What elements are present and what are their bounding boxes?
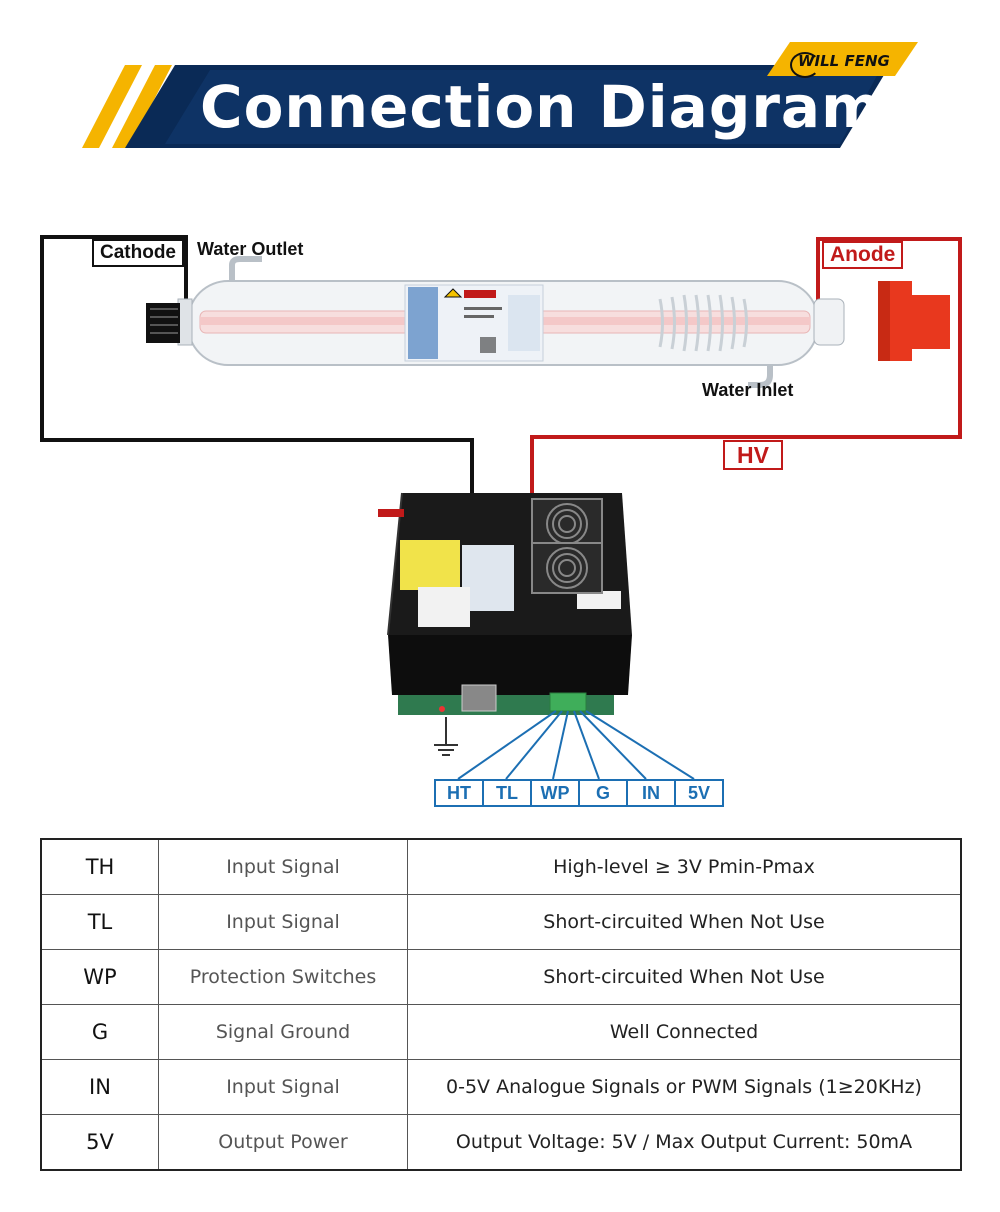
signal-type: Input Signal [158,1059,408,1115]
table-row: TL Input Signal Short-circuited When Not… [40,894,962,950]
cooling-fan [531,542,603,594]
terminal-in: IN [626,779,676,807]
brand-name: WILL FENG [798,52,890,70]
terminal-ht: HT [434,779,484,807]
power-supply [378,492,632,715]
banner-shapes [82,42,918,148]
signal-description: Short-circuited When Not Use [407,949,962,1005]
banner-stripe [82,65,142,148]
water-inlet-nozzle [748,365,773,388]
table-row: G Signal Ground Well Connected [40,1004,962,1060]
cathode-label: Cathode [92,239,184,267]
table-row: IN Input Signal 0-5V Analogue Signals or… [40,1059,962,1115]
cathode-heatsink [146,303,180,343]
tube-coil [658,294,748,352]
signal-description: 0-5V Analogue Signals or PWM Signals (1≥… [407,1059,962,1115]
terminal-code: IN [40,1059,159,1115]
signal-type: Input Signal [158,894,408,950]
terminal-block [549,692,587,712]
diagram-drawing [40,235,962,780]
cooling-fan [531,498,603,550]
brand-logo-icon [790,52,820,78]
banner-stripe [112,65,172,148]
terminal-labels: HT TL WP G IN 5V [434,779,724,807]
terminal-code: TH [40,838,159,895]
laser-tube [177,256,845,388]
terminal-code: 5V [40,1114,159,1171]
signal-type: Protection Switches [158,949,408,1005]
table-row: WP Protection Switches Short-circuited W… [40,949,962,1005]
table-row: TH Input Signal High-level ≥ 3V Pmin-Pma… [40,838,962,895]
cathode-wire [40,235,474,493]
terminal-leads [457,710,695,780]
terminal-5v: 5V [674,779,724,807]
signal-description: Output Voltage: 5V / Max Output Current:… [407,1114,962,1171]
terminal-code: TL [40,894,159,950]
page-title: Connection Diagram [200,73,883,141]
ground-icon [434,717,458,756]
signal-type: Signal Ground [158,1004,408,1060]
warning-label [400,540,460,590]
terminal-code: G [40,1004,159,1060]
signal-description: Short-circuited When Not Use [407,894,962,950]
terminal-wp: WP [530,779,580,807]
anode-cap [878,281,950,361]
spec-sticker [462,545,514,611]
hv-wire [530,237,962,493]
terminal-code: WP [40,949,159,1005]
terminal-g: G [578,779,628,807]
hv-connector [461,684,497,712]
terminal-tl: TL [482,779,532,807]
water-outlet-nozzle [229,256,262,281]
signal-type: Output Power [158,1114,408,1171]
signal-description: High-level ≥ 3V Pmin-Pmax [407,838,962,895]
title-banner: WILL FENG Connection Diagram [0,40,1000,170]
connection-diagram: Cathode Water Outlet Anode Water Inlet H… [0,225,1000,815]
anode-label: Anode [822,241,904,269]
table-row: 5V Output Power Output Voltage: 5V / Max… [40,1114,962,1171]
hv-label: HV [723,440,783,470]
terminal-spec-table: TH Input Signal High-level ≥ 3V Pmin-Pma… [40,838,962,1171]
signal-type: Input Signal [158,838,408,895]
signal-description: Well Connected [407,1004,962,1060]
water-inlet-label: Water Inlet [702,380,794,400]
water-outlet-label: Water Outlet [197,239,304,259]
